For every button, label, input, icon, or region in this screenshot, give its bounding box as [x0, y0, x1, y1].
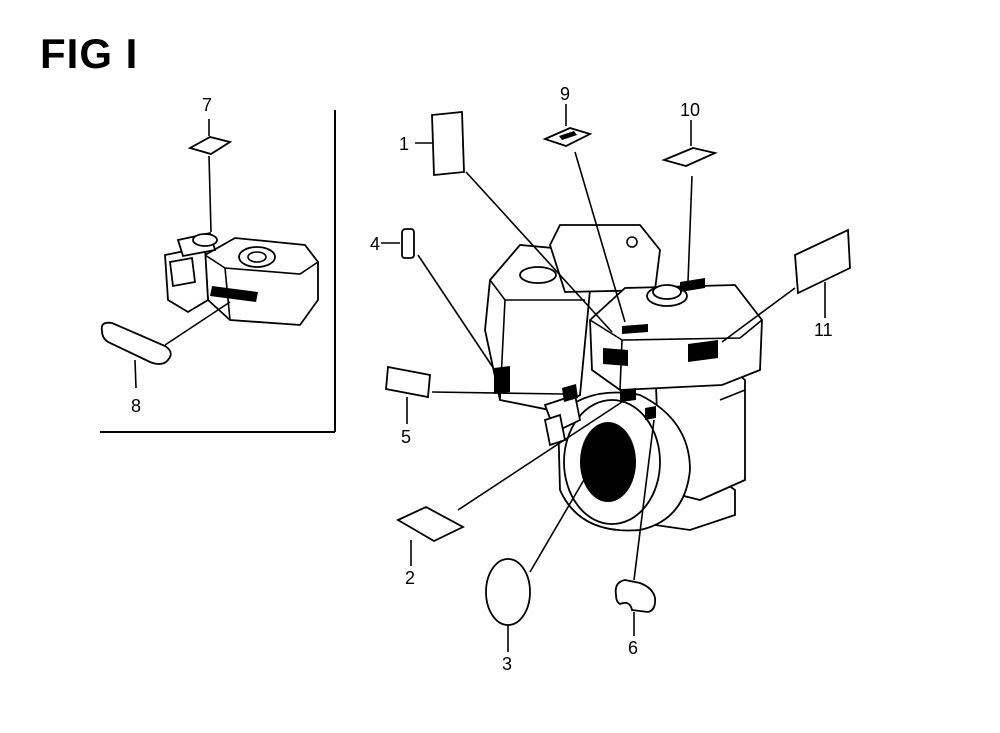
engine-assembly: [484, 224, 763, 532]
part-3-label: [485, 477, 586, 652]
inset-frame: [100, 110, 336, 433]
callout-8: 8: [131, 396, 141, 416]
part-7-label: [187, 119, 233, 233]
callout-7: 7: [202, 95, 212, 115]
callout-3: 3: [502, 654, 512, 674]
part-5-label: [385, 365, 564, 424]
part-9-label: [542, 104, 626, 323]
part-6-label: [614, 419, 657, 636]
part-4-label: [381, 228, 497, 373]
callout-6: 6: [628, 638, 638, 658]
callout-2: 2: [405, 568, 415, 588]
part-8-decal: [100, 301, 231, 389]
part-1-label: [415, 111, 613, 333]
callout-1: 1: [399, 134, 409, 154]
part-11-label: [721, 228, 851, 343]
part-10-label: [661, 120, 718, 283]
callout-10: 10: [680, 100, 700, 120]
figure-title: FIG I: [40, 30, 139, 77]
callout-5: 5: [401, 427, 411, 447]
callout-4: 4: [370, 234, 380, 254]
part-2-label: [396, 399, 626, 566]
callout-9: 9: [560, 84, 570, 104]
fuel-tank-inset: [164, 231, 319, 326]
callout-11: 11: [814, 320, 833, 340]
